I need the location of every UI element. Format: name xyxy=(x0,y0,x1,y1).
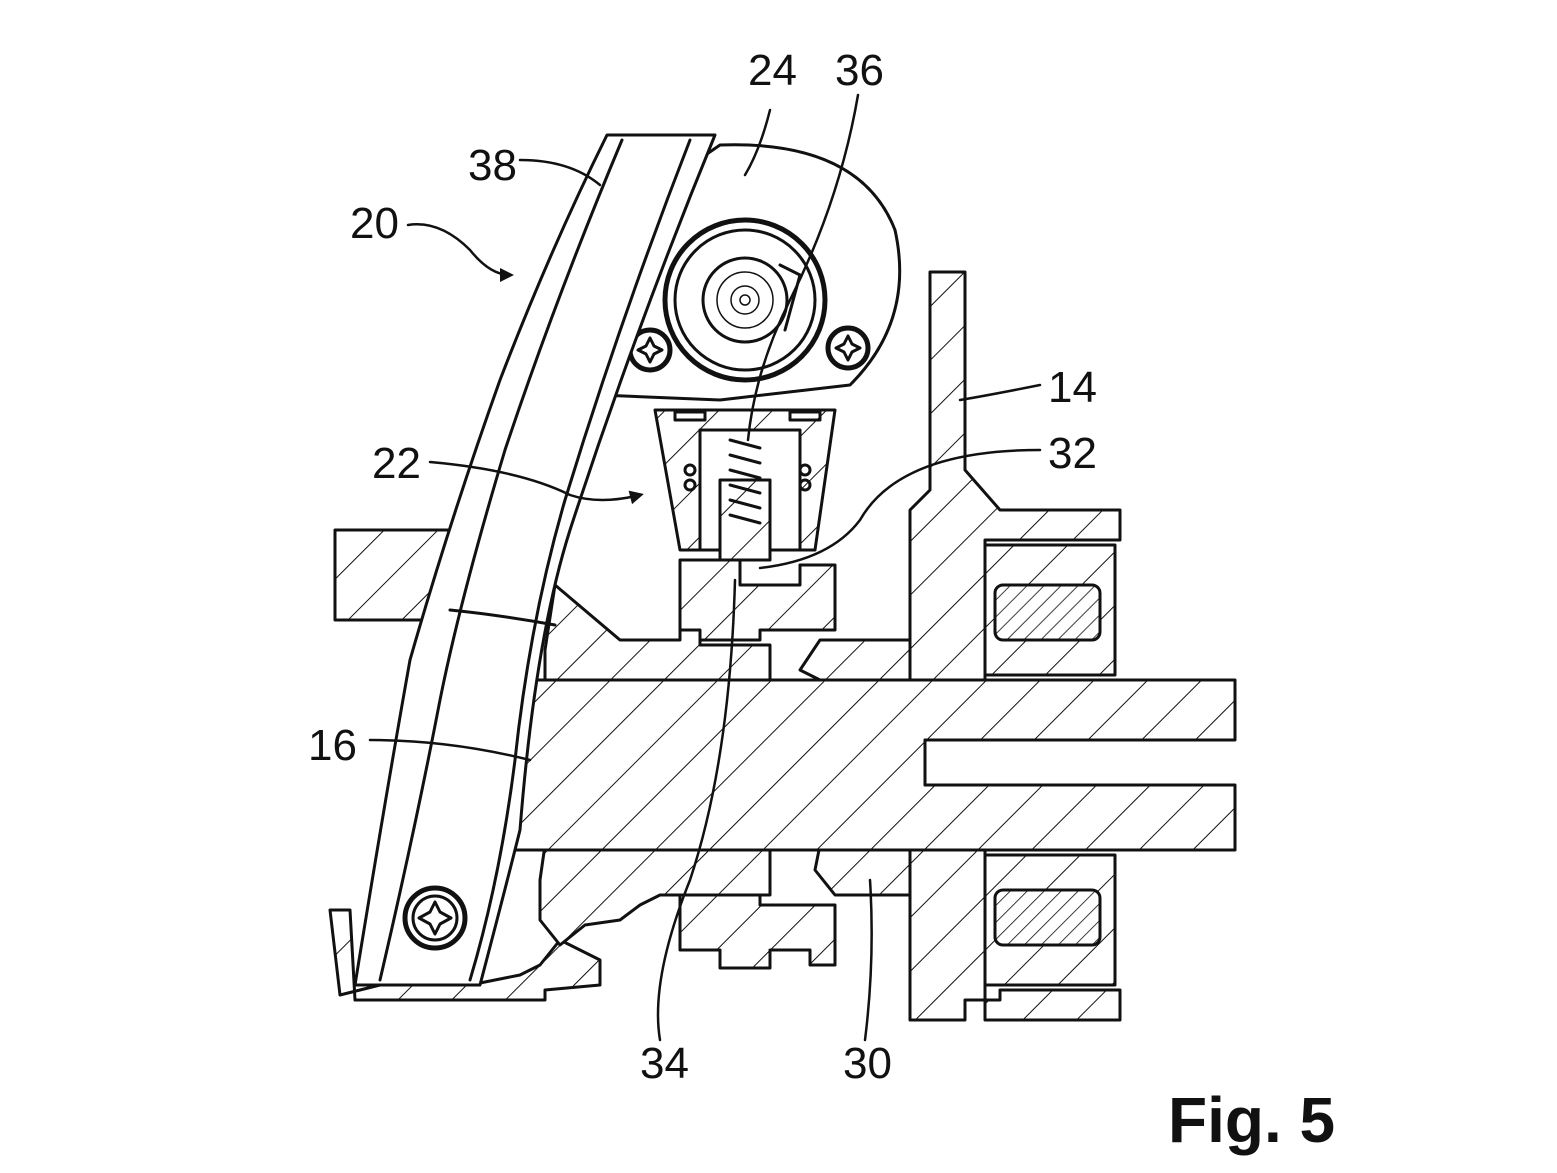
screw-bottom xyxy=(402,885,468,951)
ref-22: 22 xyxy=(372,439,421,488)
ref-32: 32 xyxy=(1048,429,1097,478)
ref-24: 24 xyxy=(748,46,797,95)
ref-34: 34 xyxy=(640,1039,689,1088)
pedal-arm-38 xyxy=(353,133,717,987)
ref-30: 30 xyxy=(843,1039,892,1088)
leader-lines xyxy=(368,93,1042,1042)
reference-labels: 24 36 38 20 14 22 32 16 34 30 xyxy=(308,46,1097,1088)
ref-36: 36 xyxy=(835,46,884,95)
housing-14 xyxy=(908,270,1122,1022)
screw-right xyxy=(825,325,871,371)
bearing-upper xyxy=(983,543,1117,677)
bearing-lower xyxy=(983,853,1117,987)
ref-38: 38 xyxy=(468,141,517,190)
hub-housing xyxy=(538,558,912,970)
ref-20: 20 xyxy=(350,199,399,248)
ref-16: 16 xyxy=(308,721,357,770)
valve-body-22 xyxy=(653,408,837,562)
ref-14: 14 xyxy=(1048,363,1097,412)
figure-caption: Fig. 5 xyxy=(1168,1084,1335,1156)
shaft-16 xyxy=(513,678,1237,852)
spring xyxy=(728,438,762,525)
